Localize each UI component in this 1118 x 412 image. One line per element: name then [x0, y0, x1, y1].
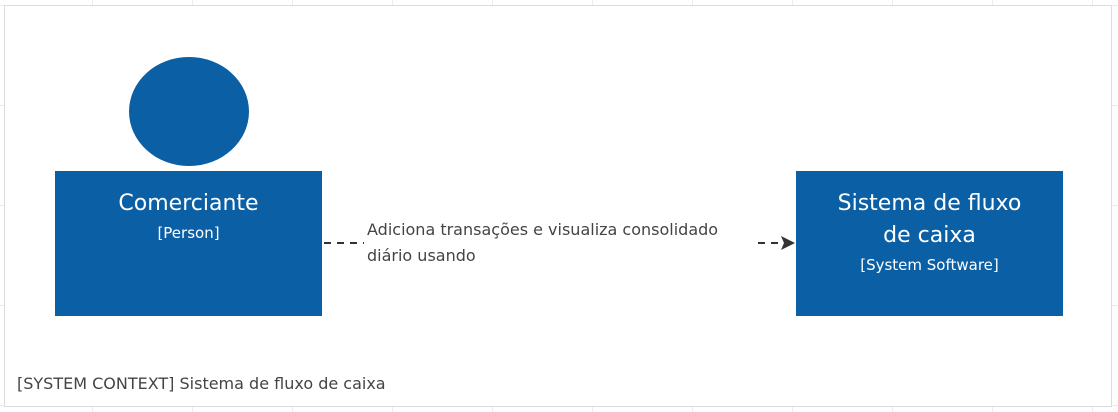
arrowhead-icon [781, 236, 795, 250]
relationship-label: Adiciona transações e visualiza consolid… [367, 220, 719, 265]
system-element-fluxo-de-caixa[interactable]: Sistema de fluxo de caixa [System Softwa… [796, 171, 1063, 316]
person-type: [Person] [157, 224, 220, 242]
system-name: Sistema de fluxo de caixa [837, 191, 1022, 248]
person-element-comerciante[interactable]: Comerciante [Person] [55, 171, 322, 316]
person-head-icon [127, 55, 251, 168]
person-name: Comerciante [118, 191, 259, 216]
system-type: [System Software] [860, 256, 999, 274]
boundary-label: [SYSTEM CONTEXT] Sistema de fluxo de cai… [17, 374, 386, 393]
